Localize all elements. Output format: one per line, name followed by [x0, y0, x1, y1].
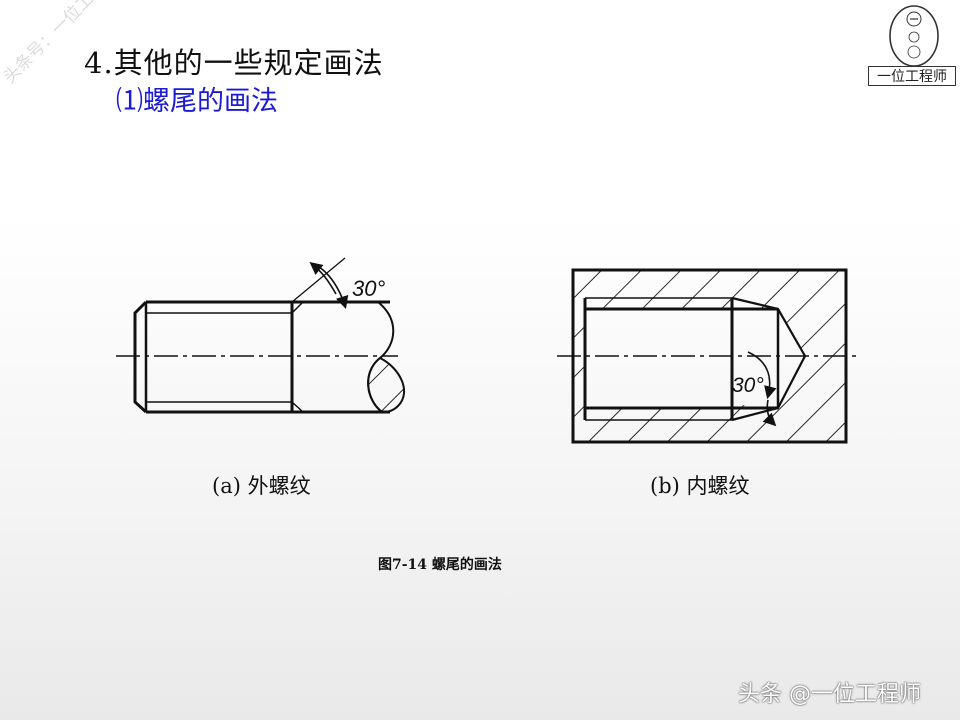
footer-watermark: 头条 @一位工程师: [738, 682, 921, 707]
slide-title: 4.其他的一些规定画法: [84, 46, 384, 80]
angle-label-a: 30°: [352, 276, 385, 301]
logo-text: 一位工程师: [868, 66, 956, 86]
caption-external-thread: (a) 外螺纹: [212, 474, 311, 498]
caption-internal-thread: (b) 内螺纹: [650, 474, 750, 498]
slide-subtitle: ⑴螺尾的画法: [116, 86, 278, 117]
angle-label-b: 30°: [732, 374, 764, 397]
figure-caption: 图7-14 螺尾的画法: [378, 557, 502, 573]
internal-thread-figure: [557, 268, 856, 444]
external-thread-figure: [116, 257, 405, 414]
